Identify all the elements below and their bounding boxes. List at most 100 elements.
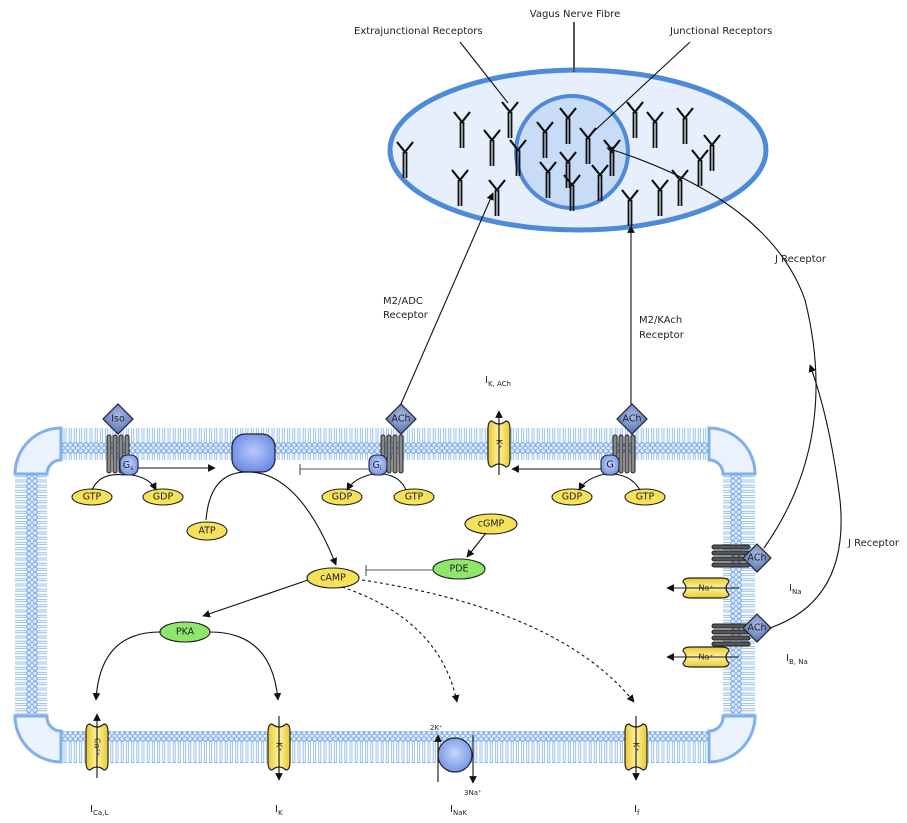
receptor-glyph — [488, 179, 506, 216]
junctional-pointer-line — [589, 41, 691, 136]
m2-kach-label: M2/KAch — [639, 315, 682, 326]
receptor-glyphs — [396, 101, 721, 226]
i-ca-l-label: ICa,L — [90, 804, 108, 817]
vagus-nerve-fibre-label: Vagus Nerve Fibre — [530, 9, 620, 20]
receptor-glyph — [563, 174, 581, 211]
svg-text:Gi: Gi — [372, 460, 381, 472]
junctional-receptors-label: Junctional Receptors — [669, 26, 772, 37]
pka-to-ca-arrow — [92, 631, 161, 701]
receptor-glyph — [451, 169, 469, 206]
pka-oval: PKA — [159, 621, 211, 643]
j-receptor-label-lower: J Receptor — [847, 538, 900, 549]
receptor-glyph — [559, 151, 577, 188]
j-receptor-upper — [711, 544, 751, 568]
svg-text:GDP: GDP — [562, 492, 583, 503]
receptor-glyph — [559, 107, 577, 144]
svg-text:ACh: ACh — [748, 623, 767, 634]
j-receptor-lower — [711, 623, 751, 647]
j-receptor-pathway-upper — [606, 146, 817, 549]
m2-kach-label-2: Receptor — [639, 330, 685, 341]
na-k-pump: 2K⁺ 3Na⁺ — [430, 724, 482, 797]
j-receptor-label-upper: J Receptor — [774, 254, 827, 265]
m2-adc-label-2: Receptor — [383, 310, 429, 321]
camp-to-nak-dashed — [341, 586, 460, 703]
svg-text:PDE: PDE — [449, 564, 468, 575]
gtp-oval: GTP — [393, 488, 435, 506]
iso-ligand: Iso — [102, 403, 134, 435]
k-ach-channel: K⁺ — [487, 410, 511, 475]
receptor-glyph — [591, 164, 609, 201]
gs-gdp-arc — [131, 474, 157, 491]
gdp-oval: GDP — [142, 488, 184, 506]
pka-to-k-arrow — [209, 631, 282, 701]
pde-oval: PDE — [432, 558, 486, 580]
receptor-glyph — [646, 111, 664, 148]
potassium-channel: K⁺ — [267, 716, 291, 781]
receptor-glyph — [539, 161, 557, 198]
cgmp-to-pde-arrow — [466, 532, 487, 558]
pump-in-label: 3Na⁺ — [464, 789, 482, 797]
gs-protein: Gs — [119, 454, 139, 476]
receptor-glyph — [509, 139, 527, 176]
pump-out-label: 2K⁺ — [430, 724, 443, 732]
adenylyl-cyclase — [231, 433, 276, 473]
gtp-gs-arc — [91, 474, 125, 491]
camp-to-pka-arrow — [202, 579, 309, 618]
cell-membrane — [13, 426, 757, 764]
receptor-glyph — [651, 179, 669, 216]
gi-protein: Gi — [368, 454, 388, 476]
camp-to-if-dashed — [361, 579, 635, 703]
m2-adc-pathway-arrow — [400, 192, 494, 405]
g-protein: G — [600, 454, 620, 476]
receptor-glyph — [396, 141, 414, 178]
receptor-glyph — [676, 107, 694, 144]
l-type-calcium-channel: Ca²⁺ — [85, 713, 109, 778]
extrajunctional-pointer-line — [459, 41, 509, 104]
svg-text:GTP: GTP — [405, 492, 424, 503]
gdp-oval: GDP — [551, 488, 593, 506]
gtp-oval: GTP — [624, 488, 666, 506]
svg-text:cGMP: cGMP — [478, 519, 505, 530]
m2-adc-label: M2/ADC — [383, 296, 423, 307]
gtp-g-arc — [613, 473, 641, 491]
gi-gdp-arc — [346, 473, 374, 491]
svg-text:PKA: PKA — [176, 627, 195, 638]
atp-to-camp-curve — [205, 471, 338, 566]
camp-oval: cAMP — [306, 567, 360, 589]
g-gdp-arc — [578, 473, 606, 491]
i-na-label: INa — [789, 583, 801, 596]
receptor-glyph — [453, 111, 471, 148]
extrajunctional-receptors-label: Extrajunctional Receptors — [354, 26, 483, 37]
i-k-label: IK — [275, 804, 283, 817]
svg-text:GDP: GDP — [332, 492, 353, 503]
ach-ligand-j-upper: ACh — [742, 543, 772, 573]
svg-text:cAMP: cAMP — [320, 573, 346, 584]
gtp-oval: GTP — [71, 488, 113, 506]
gtp-gi-arc — [382, 473, 407, 491]
receptor-glyph — [703, 134, 721, 171]
receptor-glyph — [671, 169, 689, 206]
atp-oval: ATP — [186, 521, 228, 541]
funny-current-channel: K⁺ — [624, 716, 648, 781]
receptor-glyph — [626, 101, 644, 138]
receptor-glyph — [691, 149, 709, 186]
receptor-glyph — [621, 189, 639, 226]
svg-text:Iso: Iso — [111, 414, 125, 425]
receptor-glyph — [536, 121, 554, 158]
cgmp-oval: cGMP — [464, 513, 518, 535]
svg-text:ATP: ATP — [198, 526, 216, 537]
svg-text:ACh: ACh — [392, 414, 411, 425]
svg-text:ACh: ACh — [748, 553, 767, 564]
svg-text:G: G — [606, 460, 613, 471]
ach-ligand-kach: ACh — [616, 403, 648, 435]
svg-text:GTP: GTP — [636, 492, 655, 503]
background-sodium-channel: Na⁺ — [666, 646, 739, 668]
svg-text:GTP: GTP — [83, 492, 102, 503]
gdp-oval: GDP — [321, 488, 363, 506]
i-f-label: If — [634, 804, 640, 817]
receptor-glyph — [483, 129, 501, 166]
svg-text:Gs: Gs — [123, 460, 134, 472]
j-receptor-pathway-lower — [769, 364, 842, 629]
i-nak-label: INaK — [450, 804, 467, 817]
